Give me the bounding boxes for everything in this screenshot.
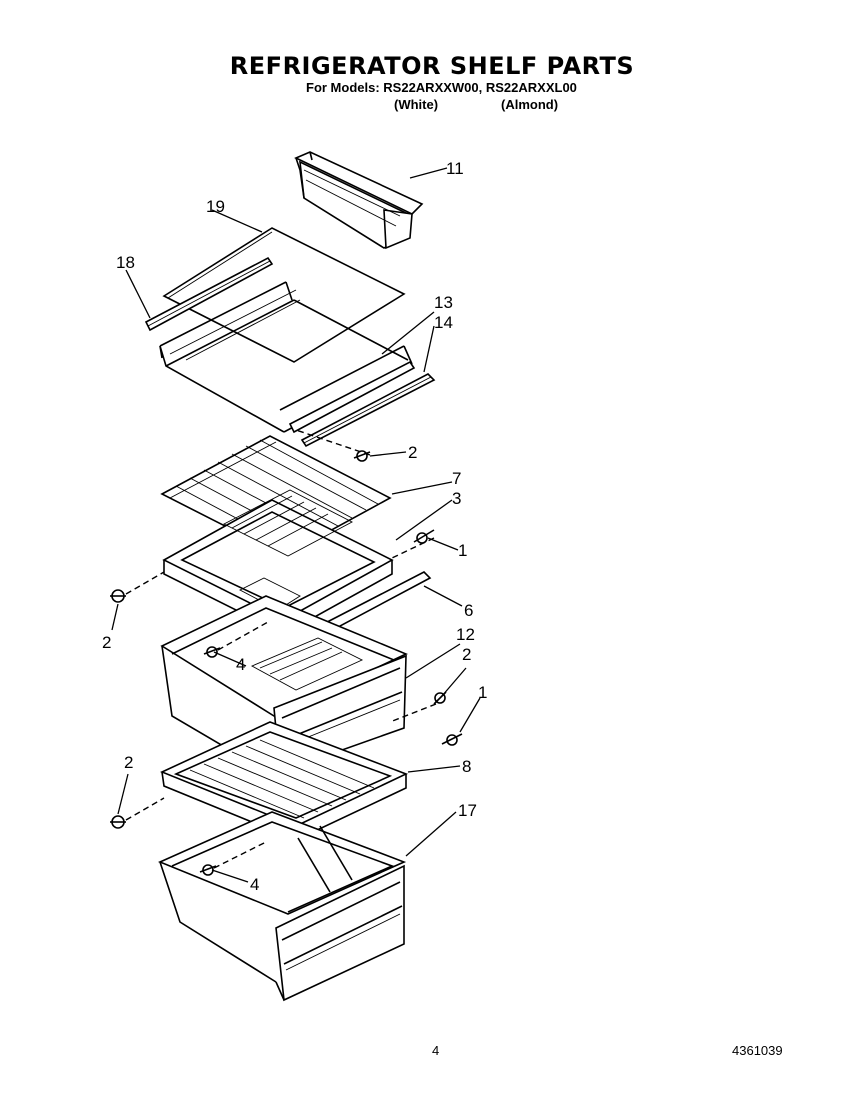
callout-18: 18 [116, 253, 135, 272]
page-title: REFRIGERATOR SHELF PARTS [229, 52, 635, 80]
callout-12: 12 [456, 625, 475, 644]
callout-3: 3 [452, 489, 461, 508]
part-19-glass-shelf [162, 227, 406, 363]
callout-2-left-lower: 2 [124, 753, 133, 772]
variant-white: (White) [394, 97, 439, 112]
callout-11: 11 [446, 159, 464, 178]
part-3-cover-frame [162, 489, 394, 635]
document-number: 4361039 [732, 1043, 783, 1058]
variant-almond: (Almond) [501, 97, 559, 112]
part-18-trim [144, 256, 274, 332]
callout-2-top: 2 [408, 443, 417, 462]
callout-19: 19 [206, 197, 225, 216]
fastener-part-2-top [353, 450, 371, 462]
shelf-frame [159, 281, 413, 433]
page-number: 4 [432, 1043, 440, 1058]
callout-7: 7 [452, 469, 461, 488]
callout-6: 6 [464, 601, 473, 620]
fastener-part-4-lower [199, 864, 217, 876]
part-11-bin [294, 151, 424, 250]
callout-8: 8 [462, 757, 471, 776]
callout-4-upper: 4 [236, 655, 245, 674]
callout-2-right: 2 [462, 645, 471, 664]
callout-1-lower: 1 [478, 683, 487, 702]
callout-1-upper: 1 [458, 541, 467, 560]
callout-17: 17 [458, 801, 477, 820]
fastener-part-4-upper [203, 646, 221, 658]
part-14-trim [300, 373, 436, 448]
callout-2-left-upper: 2 [102, 633, 111, 652]
fastener-part-2-left-lower [110, 815, 126, 829]
model-numbers: For Models: RS22ARXXW00, RS22ARXXL00 [306, 80, 577, 95]
part-13-trim [288, 360, 416, 434]
callout-4-lower: 4 [250, 875, 259, 894]
fastener-part-1-upper [413, 529, 435, 544]
part-17-drawer [157, 811, 407, 1002]
callout-14: 14 [434, 313, 453, 332]
part-8-cover [159, 721, 409, 841]
fastener-part-2-left-upper [110, 589, 126, 603]
fastener-part-1-lower [441, 733, 463, 746]
callout-13: 13 [434, 293, 453, 312]
